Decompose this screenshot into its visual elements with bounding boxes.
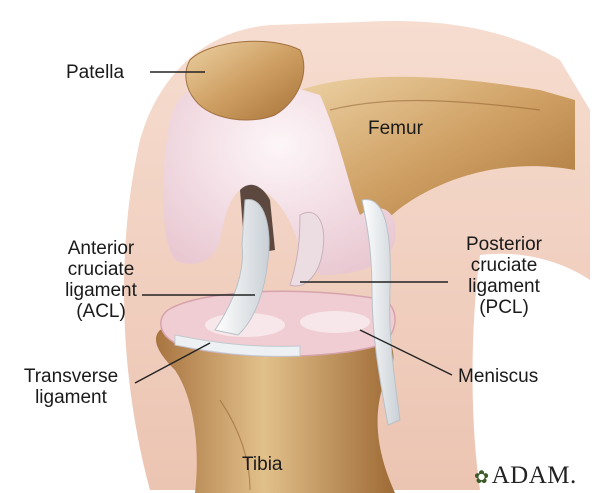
patella-label: Patella [66,62,124,83]
leaf-icon: ✿ [474,467,490,487]
acl-label-line-2: cruciate [52,259,150,280]
pcl-label-line-2: cruciate [446,255,562,276]
transverse-label-line-2: ligament [10,387,132,408]
pcl-label-line-4: (PCL) [446,297,562,318]
adam-logo: ✿ADAM. [474,462,577,490]
meniscus-label: Meniscus [458,366,538,387]
acl-label-line-1: Anterior [52,238,150,259]
acl-label-line-3: ligament [52,280,150,301]
pcl-label: Posterior cruciate ligament (PCL) [446,234,562,318]
femur-label: Femur [368,118,423,139]
transverse-ligament-label: Transverse ligament [10,366,132,408]
acl-label-line-4: (ACL) [52,301,150,322]
pcl-label-line-1: Posterior [446,234,562,255]
logo-text: ADAM. [492,462,577,489]
pcl-label-line-3: ligament [446,276,562,297]
acl-label: Anterior cruciate ligament (ACL) [52,238,150,322]
transverse-label-line-1: Transverse [10,366,132,387]
tibia-label: Tibia [242,454,282,475]
